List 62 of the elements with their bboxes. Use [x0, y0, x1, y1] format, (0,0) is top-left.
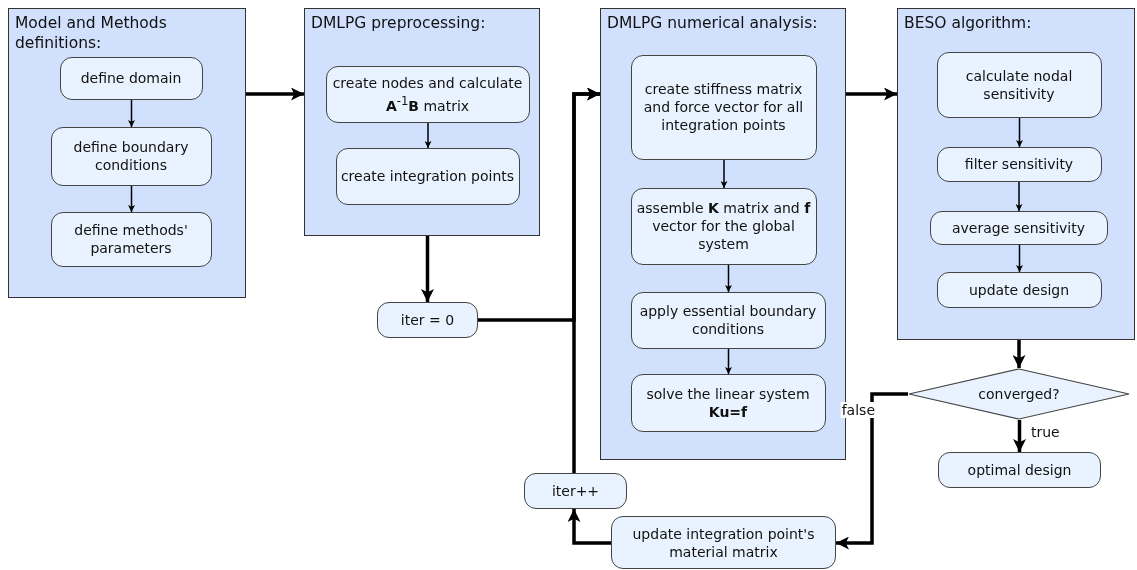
- arrow: [424, 122, 432, 149]
- arrow: [1012, 340, 1026, 368]
- arrow: [421, 236, 434, 302]
- arrow: [567, 509, 611, 545]
- process-box: [59, 56, 203, 100]
- step-label: define boundary conditions: [72, 138, 190, 174]
- process-box: [611, 516, 836, 569]
- edge-label: false: [840, 402, 876, 418]
- arrow: [846, 87, 897, 101]
- step-label: update integration point's material matrix: [631, 524, 816, 561]
- group-title: BESO algorithm:: [904, 13, 1032, 33]
- arrow: [128, 185, 135, 213]
- decision-diamond: [908, 368, 1130, 420]
- step-label: assemble K matrix and f vector for the global system: [635, 199, 812, 253]
- arrow: [1016, 117, 1023, 148]
- process-group-panel: [8, 8, 246, 298]
- process-box: [377, 302, 478, 338]
- step-label: update design: [967, 280, 1071, 299]
- step-label: optimal design: [966, 461, 1073, 479]
- process-box: [929, 210, 1108, 245]
- process-box: [50, 211, 212, 267]
- process-box: [630, 291, 826, 349]
- step-label: calculate nodal sensitivity: [964, 66, 1074, 103]
- step-label: iter = 0: [399, 311, 456, 329]
- arrow: [1013, 420, 1026, 452]
- process-box: [630, 54, 817, 160]
- step-label: define domain: [79, 69, 183, 87]
- step-label: iter++: [550, 482, 601, 500]
- arrow: [720, 159, 728, 189]
- step-label: create integration points: [339, 167, 516, 185]
- step-label: define methods' parameters: [73, 221, 189, 257]
- process-box: [335, 147, 520, 205]
- arrow: [1016, 244, 1023, 273]
- process-group-panel: [304, 8, 540, 236]
- arrow: [725, 264, 732, 293]
- process-box: [50, 126, 212, 186]
- arrow: [128, 99, 135, 128]
- process-box: [938, 452, 1101, 488]
- arrow: [725, 348, 732, 375]
- process-box: [936, 271, 1102, 308]
- arrow: [572, 87, 600, 473]
- process-box: [936, 146, 1102, 182]
- arrow: [1015, 181, 1023, 212]
- step-label: converged?: [977, 385, 1061, 403]
- step-label: average sensitivity: [950, 218, 1087, 237]
- step-label: apply essential boundary conditions: [638, 302, 818, 338]
- process-group-panel: [897, 8, 1135, 340]
- process-box: [630, 187, 817, 265]
- step-label: solve the linear system Ku=f: [645, 384, 811, 421]
- process-box: [630, 373, 826, 432]
- process-box: [524, 473, 627, 509]
- arrow: [246, 87, 304, 101]
- process-box: [325, 65, 530, 123]
- group-title: DMLPG preprocessing:: [311, 13, 486, 33]
- step-label: create nodes and calculate A$^{-1}$B matrix: [331, 73, 524, 115]
- step-label: filter sensitivity: [963, 155, 1075, 173]
- arrow: [836, 392, 908, 550]
- group-title: Model and Methods definitions:: [15, 13, 168, 53]
- edge-label: true: [1030, 424, 1061, 440]
- group-title: DMLPG numerical analysis:: [607, 13, 818, 33]
- process-box: [936, 51, 1102, 118]
- step-label: create stiffness matrix and force vector for all integration points: [642, 80, 805, 134]
